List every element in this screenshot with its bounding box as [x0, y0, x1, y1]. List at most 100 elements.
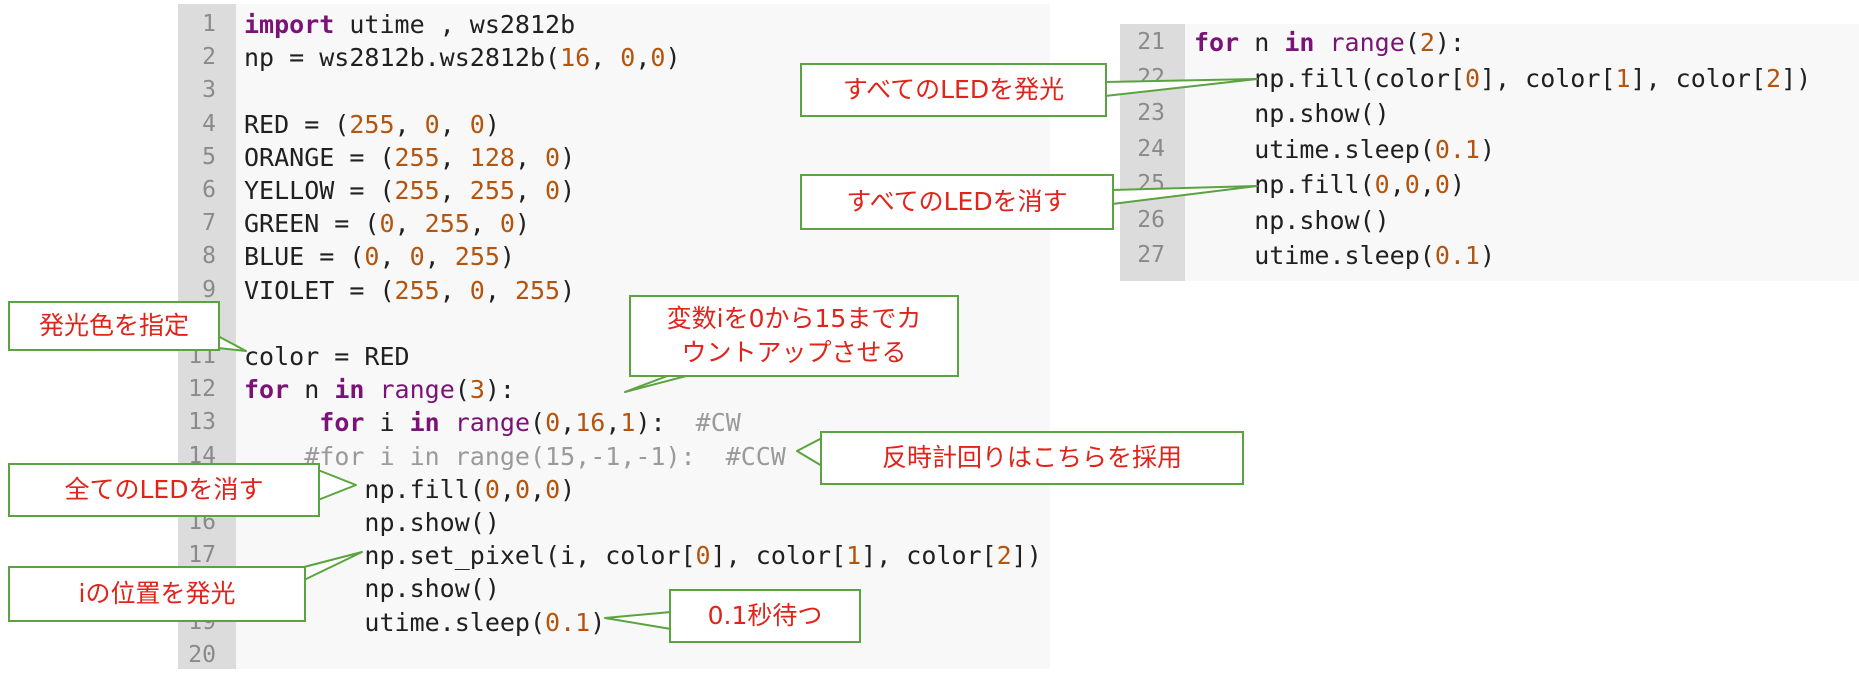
callout-text: iの位置を発光 [78, 579, 236, 608]
connector-wait [604, 611, 672, 630]
code-token-num: 2 [1419, 28, 1435, 57]
code-line: np.fill(0,0,0) [1194, 168, 1465, 201]
code-token: np.fill( [244, 474, 485, 504]
code-line: utime.sleep(0.1) [244, 606, 605, 639]
connector-subete-kesu-left [317, 469, 357, 501]
code-token: , [560, 408, 576, 438]
code-token: ]) [1781, 63, 1812, 93]
line-number: 27 [1137, 242, 1165, 268]
callout-text: 反時計回りはこちらを採用 [881, 443, 1182, 472]
code-token: ( [454, 375, 470, 405]
code-token: ) [590, 607, 606, 637]
code-token-kw: in [1284, 28, 1315, 57]
code-token-num: 255 [514, 275, 561, 305]
code-line: VIOLET = (255, 0, 255) [244, 274, 575, 307]
code-line: np.show() [1194, 204, 1389, 237]
code-token-num: 0 [545, 474, 561, 504]
callout-text: 全てのLEDを消す [64, 475, 264, 504]
code-line: import utime , ws2812b [244, 8, 575, 41]
code-token: np = ws2812b.ws2812b( [244, 43, 561, 73]
line-number-gutter [1120, 24, 1185, 281]
code-token: , [394, 209, 425, 239]
code-token-num: 0 [545, 408, 561, 438]
code-token: , [484, 275, 515, 305]
line-number: 7 [202, 210, 216, 237]
code-token-num: 0 [1434, 170, 1450, 199]
code-token-bi: range [454, 408, 531, 438]
code-token: ): [635, 408, 696, 438]
line-number: 2 [202, 44, 216, 71]
line-number: 23 [1137, 100, 1165, 126]
code-token: ) [560, 176, 576, 205]
code-line: for n in range(2): [1194, 26, 1465, 59]
code-token-num: 2 [1766, 63, 1782, 93]
code-token: ) [560, 142, 576, 172]
code-token-num: 0 [620, 43, 636, 73]
callout-text: すべてのLEDを消す [846, 187, 1068, 216]
code-token: ): [484, 375, 515, 405]
code-token: np.fill( [1194, 170, 1375, 199]
code-token: , [590, 43, 621, 73]
code-line: np.show() [244, 572, 499, 605]
code-token: , [499, 474, 515, 504]
code-token-num: 0 [424, 109, 440, 139]
code-token-num: 0 [695, 541, 711, 571]
code-token: , [514, 176, 546, 205]
code-token: , [530, 474, 546, 504]
code-token: , [439, 275, 470, 305]
code-token: , [605, 408, 621, 438]
line-number: 21 [1137, 29, 1165, 55]
code-token: np.show() [1194, 99, 1390, 128]
callout-hensu: 変数iを0から15までカ ウントアップさせる [629, 295, 959, 377]
code-token-num: 0 [545, 142, 561, 172]
code-token: color = RED [244, 342, 410, 371]
code-line: for n in range(3): [244, 373, 515, 406]
code-token: ) [560, 474, 576, 504]
code-line: #for i in range(15,-1,-1): #CCW [244, 440, 786, 473]
code-token-num: 0 [499, 209, 515, 239]
code-token: , [439, 109, 470, 139]
code-token: ], color[ [861, 541, 997, 571]
line-number: 4 [202, 110, 216, 137]
code-token: utime , ws2812b [334, 10, 576, 39]
callout-subete-kesu-left: 全てのLEDを消す [8, 463, 320, 517]
code-token-num: 16 [560, 43, 591, 73]
code-token-num: 0.1 [1434, 134, 1480, 164]
code-token-num: 128 [469, 142, 515, 172]
callout-text-line1: 変数iを0から15までカ [666, 304, 922, 333]
code-token: np.show() [244, 508, 500, 537]
code-token: BLUE = ( [244, 242, 365, 272]
code-token-num: 0 [364, 242, 380, 272]
code-token-num: 0 [379, 209, 395, 239]
code-token-kw: import [244, 10, 335, 39]
code-token-num: 255 [394, 142, 440, 172]
code-line: ORANGE = (255, 128, 0) [244, 141, 575, 174]
code-line: np.show() [1194, 97, 1390, 130]
connector-subete-hakkou [1104, 78, 1258, 97]
code-token: ) [1479, 241, 1496, 270]
code-token: ], color[ [710, 541, 847, 571]
callout-subete-kesu-right: すべてのLEDを消す [800, 174, 1114, 230]
callout-wait: 0.1秒待つ [669, 589, 861, 643]
code-token: np.fill(color[ [1194, 63, 1465, 93]
code-token: YELLOW = ( [244, 176, 395, 205]
code-token: ) [514, 209, 531, 239]
code-token-num: 2 [996, 541, 1012, 571]
line-number: 20 [188, 641, 216, 668]
line-number: 17 [188, 542, 216, 569]
code-token-kw: for [319, 408, 365, 438]
line-number: 12 [188, 376, 216, 403]
code-token: i [364, 408, 410, 438]
code-token-num: 0 [1404, 170, 1420, 199]
callout-hantokei: 反時計回りはこちらを採用 [820, 431, 1244, 485]
code-token-num: 0 [650, 43, 666, 73]
code-token-cm: #CW [695, 408, 741, 438]
code-token: , [439, 142, 470, 172]
code-token: n [1239, 28, 1285, 57]
code-token-kw: for [244, 375, 290, 405]
code-token-num: 1 [846, 541, 862, 571]
code-token: ) [1479, 134, 1496, 164]
code-token-kw: for [1194, 28, 1240, 57]
callout-text: 発光色を指定 [38, 311, 189, 340]
code-token: np.set_pixel(i, color[ [244, 541, 696, 571]
